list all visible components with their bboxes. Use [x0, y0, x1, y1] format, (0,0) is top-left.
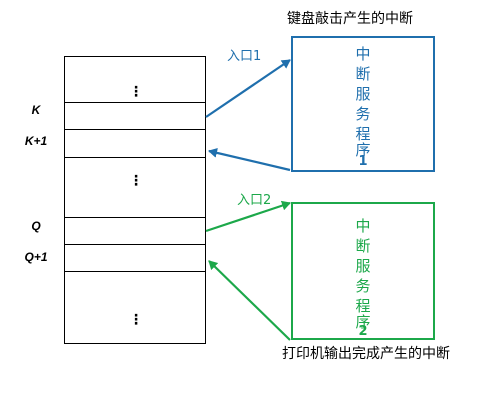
row-label-q-plus-1: Q+1 [24, 250, 48, 264]
routine-1-char-2: 断 [355, 65, 371, 83]
memory-table: ⋮ ⋮ ⋮ [64, 56, 206, 344]
return-2-arrow [208, 260, 291, 341]
row-divider-q1-bottom [65, 271, 205, 272]
ellipsis-bottom: ⋮ [129, 312, 143, 328]
routine-2-char-4: 务 [355, 277, 371, 295]
row-divider-k1-bottom [65, 157, 205, 158]
routine-2-char-1: 中 [355, 217, 371, 235]
row-divider-k-top [65, 102, 205, 103]
entry-2-arrow [205, 200, 291, 233]
ellipsis-middle: ⋮ [129, 173, 143, 189]
routine-1-char-4: 务 [355, 105, 371, 123]
row-divider-q-bottom [65, 244, 205, 245]
routine-2-char-5: 程 [355, 297, 371, 315]
routine-2-number: 2 [358, 324, 368, 339]
entry-2-label: 入口2 [237, 193, 272, 208]
routine-2-char-6: 序 [355, 313, 371, 331]
routine-1-char-3: 服 [355, 85, 371, 103]
interrupt-service-routine-2: 中 断 服 务 程 序 2 [291, 202, 435, 340]
routine-1-char-1: 中 [355, 45, 371, 63]
row-label-k: K [31, 103, 41, 117]
routine-1-char-5: 程 [355, 125, 371, 143]
row-label-k-plus-1: K+1 [24, 134, 48, 148]
routine-1-char-6: 序 [355, 141, 371, 159]
routine-2-char-2: 断 [355, 237, 371, 255]
printer-interrupt-caption: 打印机输出完成产生的中断 [282, 346, 450, 362]
ellipsis-top: ⋮ [129, 84, 143, 100]
row-divider-k-bottom [65, 129, 205, 130]
row-divider-q-top [65, 217, 205, 218]
keyboard-interrupt-caption: 键盘敲击产生的中断 [287, 11, 413, 27]
interrupt-service-routine-1: 中 断 服 务 程 序 1 [291, 36, 435, 172]
entry-1-label: 入口1 [227, 49, 262, 64]
entry-1-arrow [205, 59, 291, 118]
row-label-q: Q [31, 219, 41, 233]
routine-2-char-3: 服 [355, 257, 371, 275]
routine-1-number: 1 [358, 154, 368, 169]
return-1-arrow [208, 147, 291, 172]
